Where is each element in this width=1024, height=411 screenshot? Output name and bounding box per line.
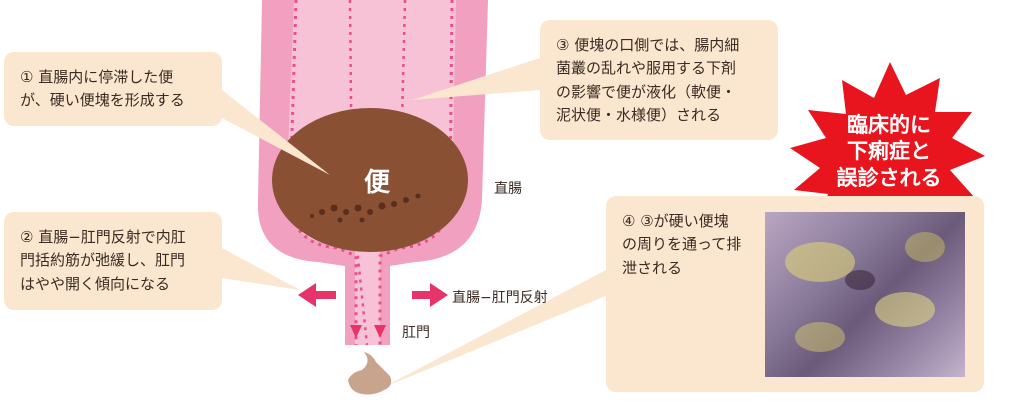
pointer-note1: [222, 90, 330, 175]
stool-dots: [310, 193, 421, 223]
note-2-text: ② 直腸−肛門反射で内肛 門括約筋が弛緩し、肛門 はやや開く傾向になる: [20, 228, 186, 293]
pointer-note4: [382, 270, 620, 388]
note-3-text: ③ 便塊の口側では、腸内細 菌叢の乱れや服用する下剤 の影響で便が液化（軟便・ …: [556, 36, 740, 124]
anus-label: 肛門: [402, 325, 430, 341]
note-3: ③ 便塊の口側では、腸内細 菌叢の乱れや服用する下剤 の影響で便が液化（軟便・ …: [540, 20, 778, 140]
note-4-text: ④ ③が硬い便塊 の周りを通って排 泄される: [622, 212, 742, 277]
rectum-wall-left: [288, 0, 358, 345]
reflex-label: 直腸−肛門反射: [452, 290, 548, 306]
stool-mass: [272, 108, 468, 252]
rectum-wall-right: [378, 0, 454, 345]
rectum-center-line-2: [398, 0, 407, 201]
arrow-down-right: [374, 325, 386, 338]
liquid-stool: [348, 352, 392, 395]
feces-label: 便: [364, 168, 391, 198]
arrow-down-left: [350, 325, 362, 338]
callout-text: 臨床的に 下痢症と 誤診される: [836, 113, 942, 190]
note-1: ① 直腸内に停滞した便 が、硬い便塊を形成する: [4, 52, 222, 126]
rectum-label: 直腸: [494, 181, 522, 197]
pointer-note3: [412, 58, 540, 100]
arrow-right: [412, 283, 448, 307]
pointer-note2: [222, 248, 300, 290]
clinical-photo: [765, 212, 965, 377]
note-1-text: ① 直腸内に停滞した便 が、硬い便塊を形成する: [20, 68, 185, 110]
note-2: ② 直腸−肛門反射で内肛 門括約筋が弛緩し、肛門 はやや開く傾向になる: [4, 212, 222, 310]
arrow-left: [298, 283, 336, 307]
